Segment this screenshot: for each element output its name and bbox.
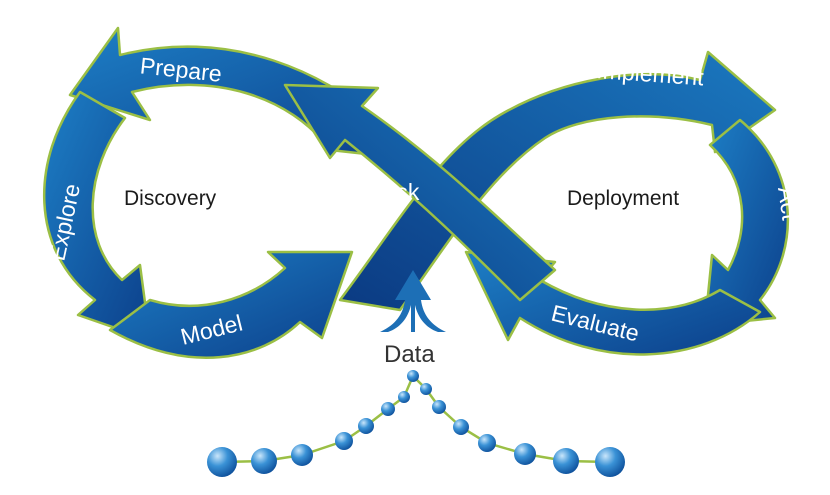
bead xyxy=(420,383,432,395)
bead xyxy=(207,447,237,477)
discovery-label: Discovery xyxy=(124,187,217,210)
data-bead-chain xyxy=(207,370,625,477)
bead xyxy=(478,434,496,452)
bead xyxy=(453,419,469,435)
data-label: Data xyxy=(384,341,435,368)
model-arrow xyxy=(108,250,354,359)
act-label: Act xyxy=(773,185,803,222)
bead xyxy=(291,444,313,466)
bead xyxy=(407,370,419,382)
data-up-arrow xyxy=(380,270,446,332)
bead xyxy=(432,400,446,414)
ask-arrow xyxy=(283,83,557,302)
bead xyxy=(595,447,625,477)
bead xyxy=(398,391,410,403)
bead xyxy=(358,418,374,434)
bead-chain-line xyxy=(221,373,611,464)
bead xyxy=(514,443,536,465)
ask-label: Ask xyxy=(381,179,420,205)
explore-arrow xyxy=(42,90,152,342)
bead xyxy=(381,402,395,416)
bead xyxy=(251,448,277,474)
bead xyxy=(553,448,579,474)
bead xyxy=(335,432,353,450)
implement-arrow xyxy=(338,50,777,312)
deployment-label: Deployment xyxy=(567,187,679,210)
